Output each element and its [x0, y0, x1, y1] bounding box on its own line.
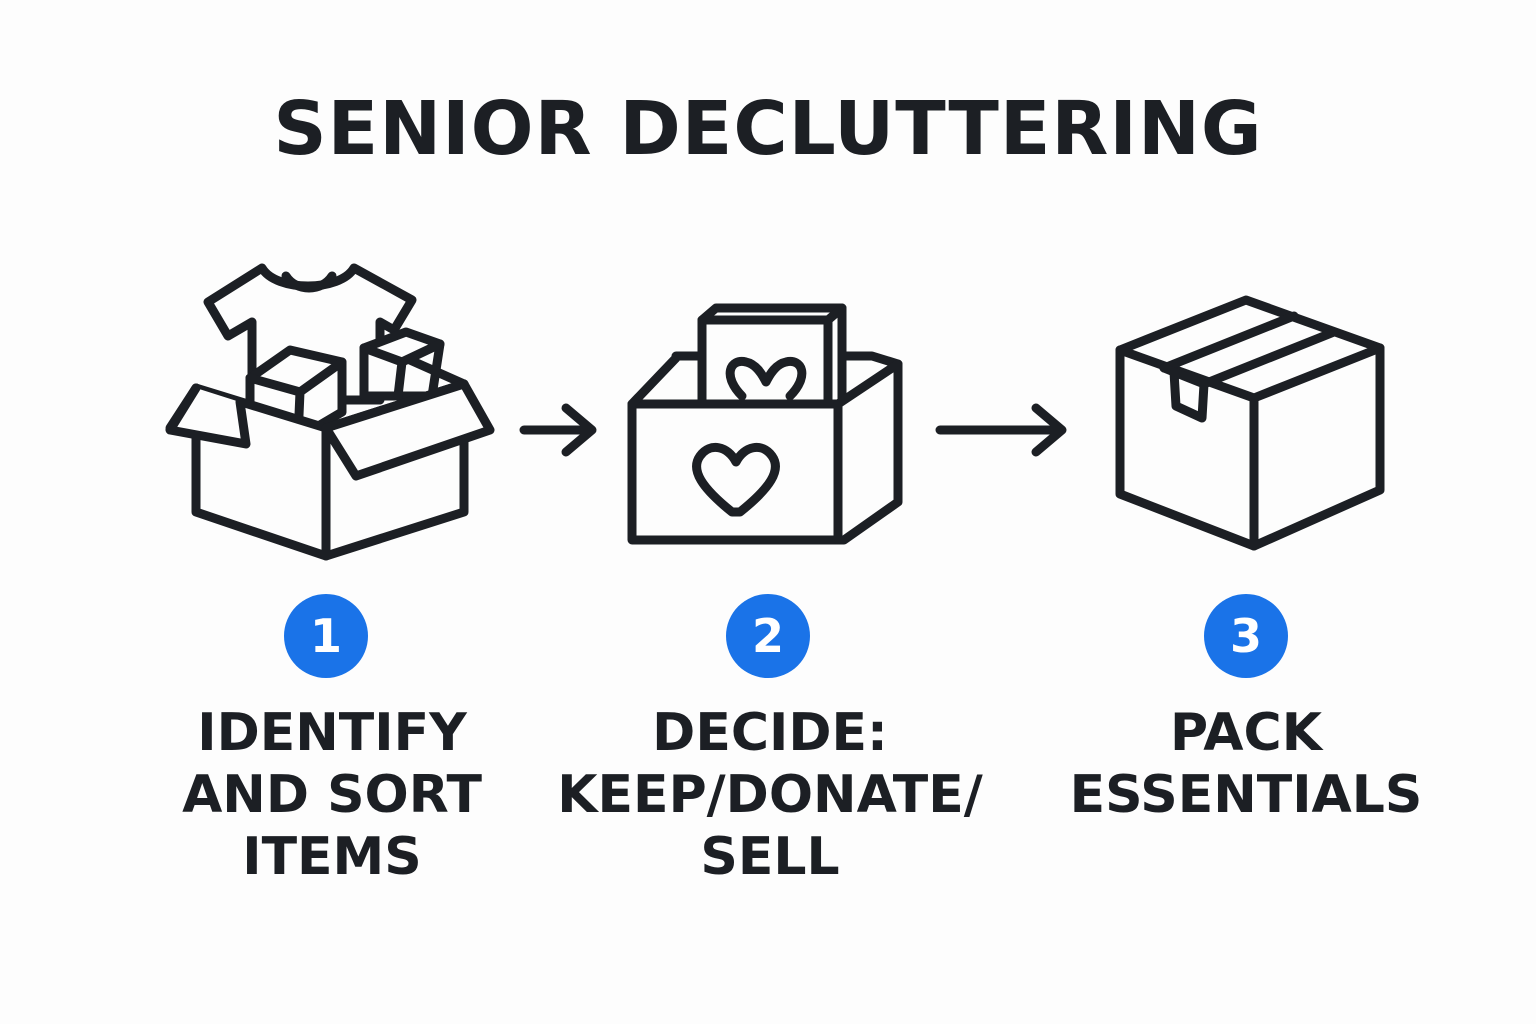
step-2-label-line: KEEP/DONATE/	[557, 765, 983, 825]
step-1-badge: 1	[284, 594, 368, 678]
arrow-right-icon	[935, 403, 1067, 457]
step-3-label-line: ESSENTIALS	[1069, 765, 1423, 825]
taped-box-icon	[1115, 295, 1385, 551]
arrow-right-icon	[519, 403, 597, 457]
step-3-number: 3	[1229, 609, 1262, 663]
step-2-badge: 2	[726, 594, 810, 678]
step-1-label-line: AND SORT	[182, 765, 482, 825]
step-2-label-line: SELL	[700, 827, 840, 887]
step-2-number: 2	[751, 609, 784, 663]
step-2-label: DECIDE: KEEP/DONATE/ SELL	[530, 702, 1010, 888]
step-1-label: IDENTIFY AND SORT ITEMS	[92, 702, 572, 888]
step-1-number: 1	[309, 609, 342, 663]
step-3-badge: 3	[1204, 594, 1288, 678]
diagram-title: SENIOR DECLUTTERING	[273, 86, 1263, 172]
step-3-label: PACK ESSENTIALS	[1006, 702, 1486, 826]
step-1-label-line: IDENTIFY	[197, 703, 467, 763]
donation-box-heart-icon	[627, 303, 903, 545]
step-1-label-line: ITEMS	[242, 827, 422, 887]
step-3-label-line: PACK	[1169, 703, 1323, 763]
step-2-label-line: DECIDE:	[652, 703, 888, 763]
open-box-with-clothes-icon	[165, 263, 495, 561]
